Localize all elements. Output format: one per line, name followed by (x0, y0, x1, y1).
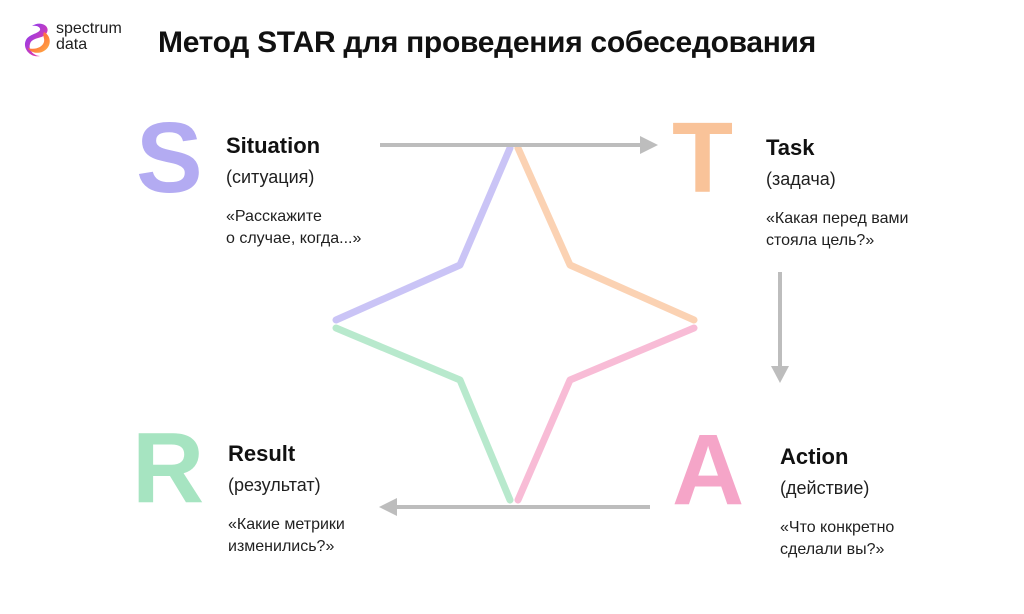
star-edge-situation (332, 144, 514, 324)
result-question-line-2: изменились?» (228, 538, 335, 555)
result-question: «Какие метрики изменились?» (228, 514, 345, 558)
logo-icon (24, 23, 50, 57)
task-question-line-1: «Какая перед вами (766, 210, 909, 227)
logo: spectrum data (24, 20, 144, 60)
arrow-action-to-result (379, 498, 650, 516)
arrow-task-to-action (771, 272, 789, 383)
result-block: Result (результат) «Какие метрики измени… (228, 441, 345, 558)
situation-block: Situation (ситуация) «Расскажите о случа… (226, 133, 361, 250)
situation-subtitle: (ситуация) (226, 167, 315, 187)
letter-t: T (672, 102, 734, 214)
arrow-situation-to-task (380, 136, 658, 154)
logo-line-2: data (56, 36, 88, 53)
letter-s: S (136, 102, 203, 214)
star-edge-action (514, 324, 698, 504)
star-edge-result (332, 324, 514, 504)
task-question-line-2: стояла цель?» (766, 232, 875, 249)
action-subtitle: (действие) (780, 478, 870, 498)
action-question-line-1: «Что конкретно (780, 519, 895, 536)
logo-line-1: spectrum (56, 20, 122, 37)
page-title: Метод STAR для проведения собеседования (158, 26, 816, 59)
result-title: Result (228, 441, 296, 466)
result-subtitle: (результат) (228, 475, 321, 495)
action-question-line-2: сделали вы?» (780, 541, 885, 558)
logo-wordmark: spectrum data (56, 21, 122, 53)
situation-question: «Расскажите о случае, когда...» (226, 206, 361, 250)
letter-r: R (132, 412, 205, 524)
letter-a: A (672, 414, 745, 526)
task-subtitle: (задача) (766, 169, 836, 189)
task-title: Task (766, 135, 815, 160)
task-block: Task (задача) «Какая перед вами стояла ц… (766, 135, 908, 252)
action-block: Action (действие) «Что конкретно сделали… (780, 444, 894, 561)
action-question: «Что конкретно сделали вы?» (780, 517, 894, 561)
task-question: «Какая перед вами стояла цель?» (766, 208, 908, 252)
star-edge-task (514, 144, 698, 324)
situation-question-line-1: «Расскажите (226, 208, 322, 225)
result-question-line-1: «Какие метрики (228, 516, 345, 533)
situation-question-line-2: о случае, когда...» (226, 230, 362, 247)
situation-title: Situation (226, 133, 321, 158)
action-title: Action (780, 444, 849, 469)
